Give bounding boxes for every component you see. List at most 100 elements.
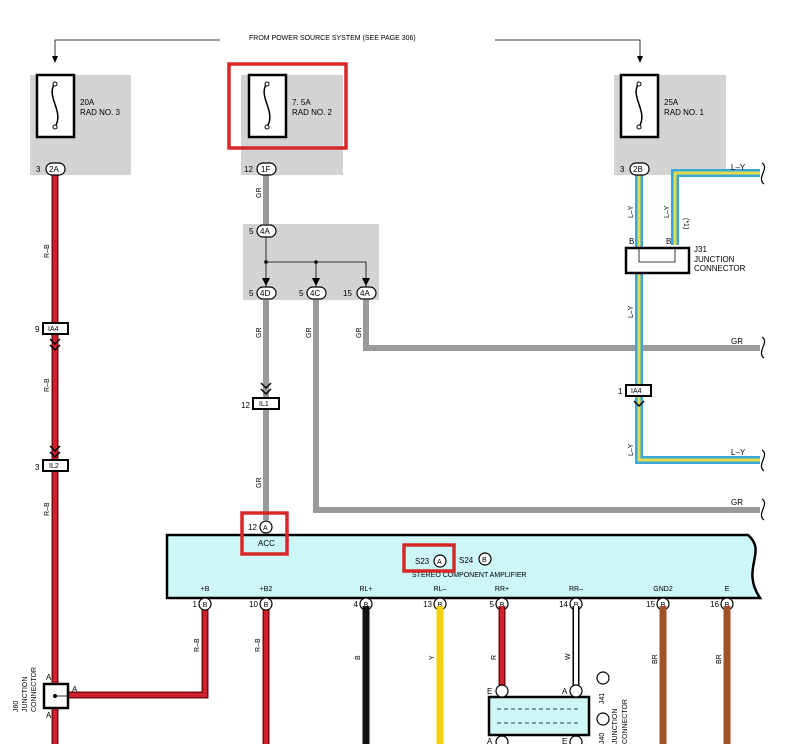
svg-text:S24: S24: [459, 556, 474, 565]
svg-text:4A: 4A: [260, 227, 270, 236]
wire-label-4a: GR: [356, 328, 363, 339]
amp-wire-label-4: R: [491, 655, 498, 660]
fuse-left-amp: 20A: [80, 98, 95, 107]
fuse-icon-center: [247, 73, 288, 139]
svg-text:2A: 2A: [49, 165, 59, 174]
amplifier-acc-terminal: 12 A ACC: [248, 520, 275, 548]
amplifier-pin-name: +B: [201, 586, 210, 593]
amp-wire-label-7: BR: [716, 654, 723, 664]
highlight-fuse-rad2: [227, 62, 348, 150]
svg-text:5: 5: [249, 227, 254, 236]
svg-text:IA4: IA4: [631, 388, 642, 395]
svg-text:1F: 1F: [261, 165, 270, 174]
wire-j60-to-plusb: [68, 606, 209, 699]
wire-label-center-3: GR: [256, 478, 263, 489]
wire-label-left-3: R–B: [44, 502, 51, 516]
amplifier-title: STEREO COMPONENT AMPLIFIER: [412, 572, 527, 579]
amp-wire-label-0: R–B: [194, 638, 201, 652]
svg-text:J60: J60: [13, 701, 20, 712]
amplifier-pin-connector: B: [661, 602, 666, 609]
jb-out-terminal-4a: 15 4A: [343, 286, 377, 300]
svg-text:JUNCTION: JUNCTION: [694, 255, 735, 264]
svg-text:4C: 4C: [310, 289, 320, 298]
highlight-s23: [402, 543, 456, 573]
amplifier-pin-connector: B: [203, 602, 208, 609]
wire-4c-gr: [313, 298, 760, 513]
svg-text:J41: J41: [599, 693, 606, 704]
svg-text:5: 5: [299, 289, 304, 298]
fuse-right-amp: 25A: [664, 98, 679, 107]
amplifier-pin-terminal: [259, 597, 273, 611]
svg-text:B: B: [666, 237, 671, 246]
svg-text:ACC: ACC: [258, 539, 275, 548]
svg-text:B: B: [629, 237, 634, 246]
wire-label-left-2: R–B: [44, 378, 51, 392]
svg-text:J31: J31: [694, 245, 707, 254]
junction-connector-j40: E A A E J41 J40 JUNCTION CONNECTOR: [487, 671, 629, 744]
amplifier-pin-name: GND2: [653, 586, 673, 593]
amplifier-pin-connector: B: [264, 602, 269, 609]
amplifier-body: [165, 533, 763, 600]
right-label-ly-bottom: L–Y: [731, 448, 746, 457]
amplifier-pin-connector: B: [725, 602, 730, 609]
amplifier-pin-connector: B: [500, 602, 505, 609]
amplifier-connector-s23: S23 A: [415, 554, 447, 568]
right-label-ly-top: L–Y: [731, 163, 746, 172]
svg-text:9: 9: [35, 325, 40, 334]
jb-top-terminal: 5 4A: [249, 224, 277, 238]
amp-wire-label-2: B: [355, 655, 362, 660]
arrow-left-feed: [52, 56, 58, 63]
connector-ia4-right: 1 IA4: [618, 384, 652, 408]
jb-out-terminal-4d: 5 4D: [249, 286, 277, 300]
svg-text:CONNECTOR: CONNECTOR: [622, 699, 629, 744]
junction-connector-j31: B B J31 JUNCTION CONNECTOR: [624, 237, 746, 275]
wire-label-right-3: L–Y: [628, 443, 635, 456]
amplifier-connector-s24: S24 B: [459, 552, 492, 566]
svg-text:15: 15: [343, 289, 352, 298]
amp-wire-label-1: R–B: [255, 638, 262, 652]
svg-text:A: A: [562, 687, 568, 696]
svg-text:4D: 4D: [260, 289, 270, 298]
svg-text:E: E: [487, 687, 492, 696]
svg-text:IL2: IL2: [49, 463, 59, 470]
fuse-left-terminal: 3 2A: [36, 162, 66, 176]
svg-text:A: A: [487, 737, 493, 744]
svg-text:J40: J40: [599, 733, 606, 744]
jb-out-terminal-4c: 5 4C: [299, 286, 327, 300]
amplifier-pin-number: 1: [193, 600, 198, 609]
amplifier-pin-name: E: [725, 586, 730, 593]
svg-text:3: 3: [35, 463, 40, 472]
break-marks: [760, 162, 766, 521]
source-feed-lines: [54, 39, 641, 60]
junction-block-arrows: [262, 260, 370, 286]
svg-text:3: 3: [36, 165, 41, 174]
svg-text:A: A: [437, 559, 442, 566]
connector-il2: 3 IL2: [35, 445, 69, 472]
connector-ia4-left: 9 IA4: [35, 322, 69, 352]
right-label-gr-mid: GR: [731, 337, 743, 346]
fuse-center-terminal: 12 1F: [244, 162, 277, 176]
fuse-center-name: RAD NO. 2: [292, 108, 333, 117]
svg-text:A: A: [72, 685, 78, 694]
svg-text:JUNCTION: JUNCTION: [612, 709, 619, 744]
svg-text:E: E: [562, 737, 567, 744]
svg-text:1: 1: [618, 387, 623, 396]
svg-text:12: 12: [244, 165, 253, 174]
arrow-right-feed: [637, 56, 643, 63]
wire-label-right-2: L–Y: [628, 305, 635, 318]
amplifier-pin-number: 10: [249, 600, 258, 609]
wire-label-4c: GR: [306, 328, 313, 339]
amplifier-pin-number: 13: [423, 600, 432, 609]
svg-text:12: 12: [248, 523, 257, 532]
wire-label-branch: L–Y: [664, 205, 671, 218]
amplifier-pin-number: 15: [646, 600, 655, 609]
fuse-center-amp: 7. 5A: [292, 98, 311, 107]
fuse-icon-right: [619, 73, 660, 139]
svg-text:CONNECTOR: CONNECTOR: [694, 264, 746, 273]
amp-wire-label-3: Y: [429, 655, 436, 660]
amplifier-pin-number: 14: [559, 600, 568, 609]
amplifier-pin-number: 4: [354, 600, 359, 609]
svg-text:B: B: [482, 557, 487, 564]
